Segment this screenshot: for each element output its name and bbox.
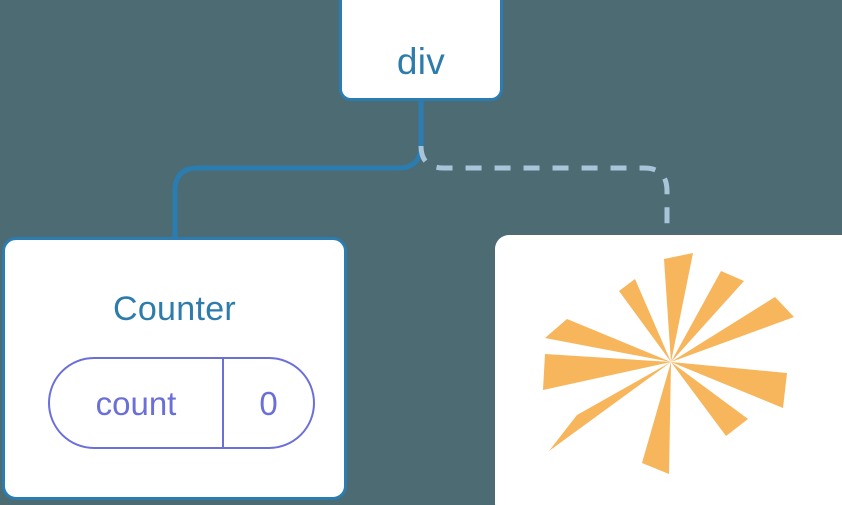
sunburst-ray xyxy=(545,319,671,362)
sunburst-ray xyxy=(642,362,671,474)
sunburst-ray xyxy=(543,354,671,390)
node-div[interactable]: div xyxy=(339,0,503,101)
sunburst-ray xyxy=(619,279,671,362)
node-div-label: div xyxy=(396,41,446,82)
sunburst-ray xyxy=(671,362,748,436)
state-badge[interactable]: count 0 xyxy=(48,357,315,449)
sunburst-ray xyxy=(671,362,787,408)
node-counter[interactable]: Counter count 0 xyxy=(2,237,347,500)
edge-div-to-counter xyxy=(172,100,424,239)
sunburst-icon xyxy=(543,253,794,474)
sunburst-ray xyxy=(671,271,744,362)
sunburst-ray xyxy=(671,297,794,362)
state-badge-value: 0 xyxy=(222,359,313,447)
node-counter-label: Counter xyxy=(112,290,237,328)
edge-div-to-spark xyxy=(418,145,670,238)
node-highlight[interactable] xyxy=(495,235,842,505)
sunburst-ray xyxy=(664,253,693,362)
state-badge-key: count xyxy=(95,384,177,422)
sunburst-ray xyxy=(549,362,671,451)
